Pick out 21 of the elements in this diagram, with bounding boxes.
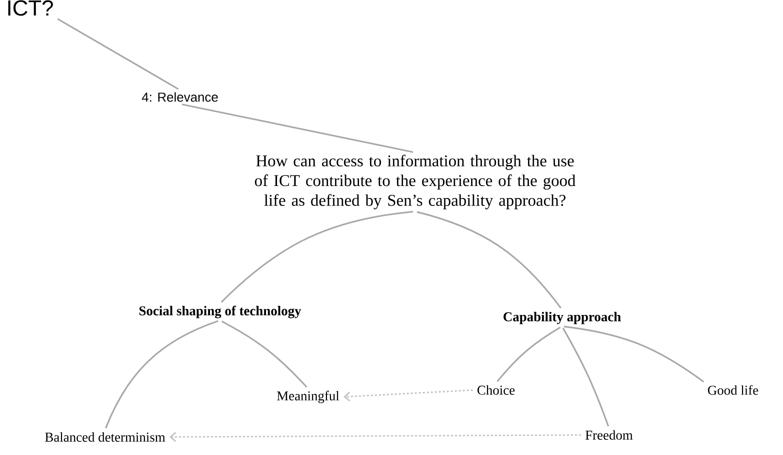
concept-label: Freedom	[586, 430, 633, 440]
concept-label: Meaningful	[277, 390, 340, 404]
connector-line	[416, 211, 562, 309]
section-label: 4: Relevance	[142, 92, 218, 102]
question-text: How can access to information through the use of ICT contribute to the experience of the good life as defined by Sen’s capability approach?	[254, 154, 576, 210]
dotted-arrow	[170, 432, 581, 442]
connector-line	[105, 320, 218, 429]
connector-line	[221, 320, 308, 388]
connector-line	[564, 326, 704, 382]
connector-line	[496, 326, 561, 382]
connector-line	[220, 210, 414, 303]
concept-label: Good life	[708, 385, 758, 395]
concept-label: Choice	[478, 385, 515, 395]
concept-label: Balanced determinism	[45, 432, 166, 442]
dotted-arrow	[344, 389, 473, 402]
concept-label: Capability approach	[504, 312, 621, 324]
connector-line	[182, 104, 414, 153]
heading-text: ICT?	[8, 0, 53, 16]
connector-line	[57, 18, 179, 90]
concept-label: Social shaping of technology	[139, 306, 302, 318]
connector-line	[562, 328, 610, 426]
